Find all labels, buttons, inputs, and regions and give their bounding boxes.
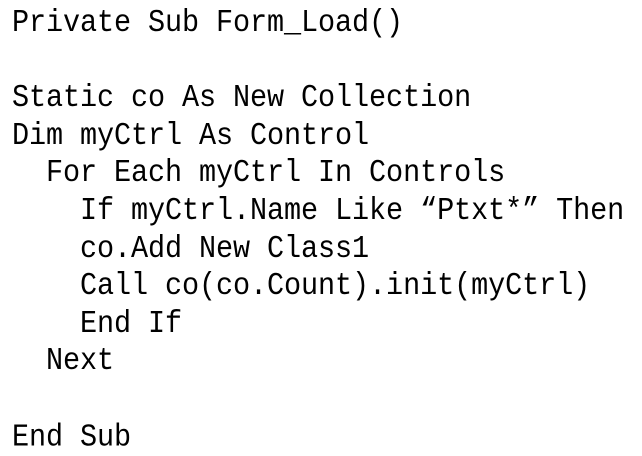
code-line-if-like: If myCtrl.Name Like “Ptxt*” Then xyxy=(12,192,625,230)
code-line-add-class: co.Add New Class1 xyxy=(12,229,370,267)
code-block: Private Sub Form_Load() Static co As New … xyxy=(12,4,624,456)
code-line-static-collection: Static co As New Collection xyxy=(12,79,472,117)
code-line-end-if: End If xyxy=(12,305,183,342)
code-line-call-init: Call co(co.Count).init(myCtrl) xyxy=(12,267,591,305)
code-line-next: Next xyxy=(12,342,115,380)
code-line-sub-declaration: Private Sub Form_Load() xyxy=(12,4,404,41)
code-line-for-each: For Each myCtrl In Controls xyxy=(12,154,506,192)
code-line-dim-control: Dim myCtrl As Control xyxy=(12,116,370,154)
code-line-end-sub: End Sub xyxy=(12,417,132,455)
code-line-blank-2 xyxy=(12,380,624,418)
code-line-blank xyxy=(12,42,624,80)
